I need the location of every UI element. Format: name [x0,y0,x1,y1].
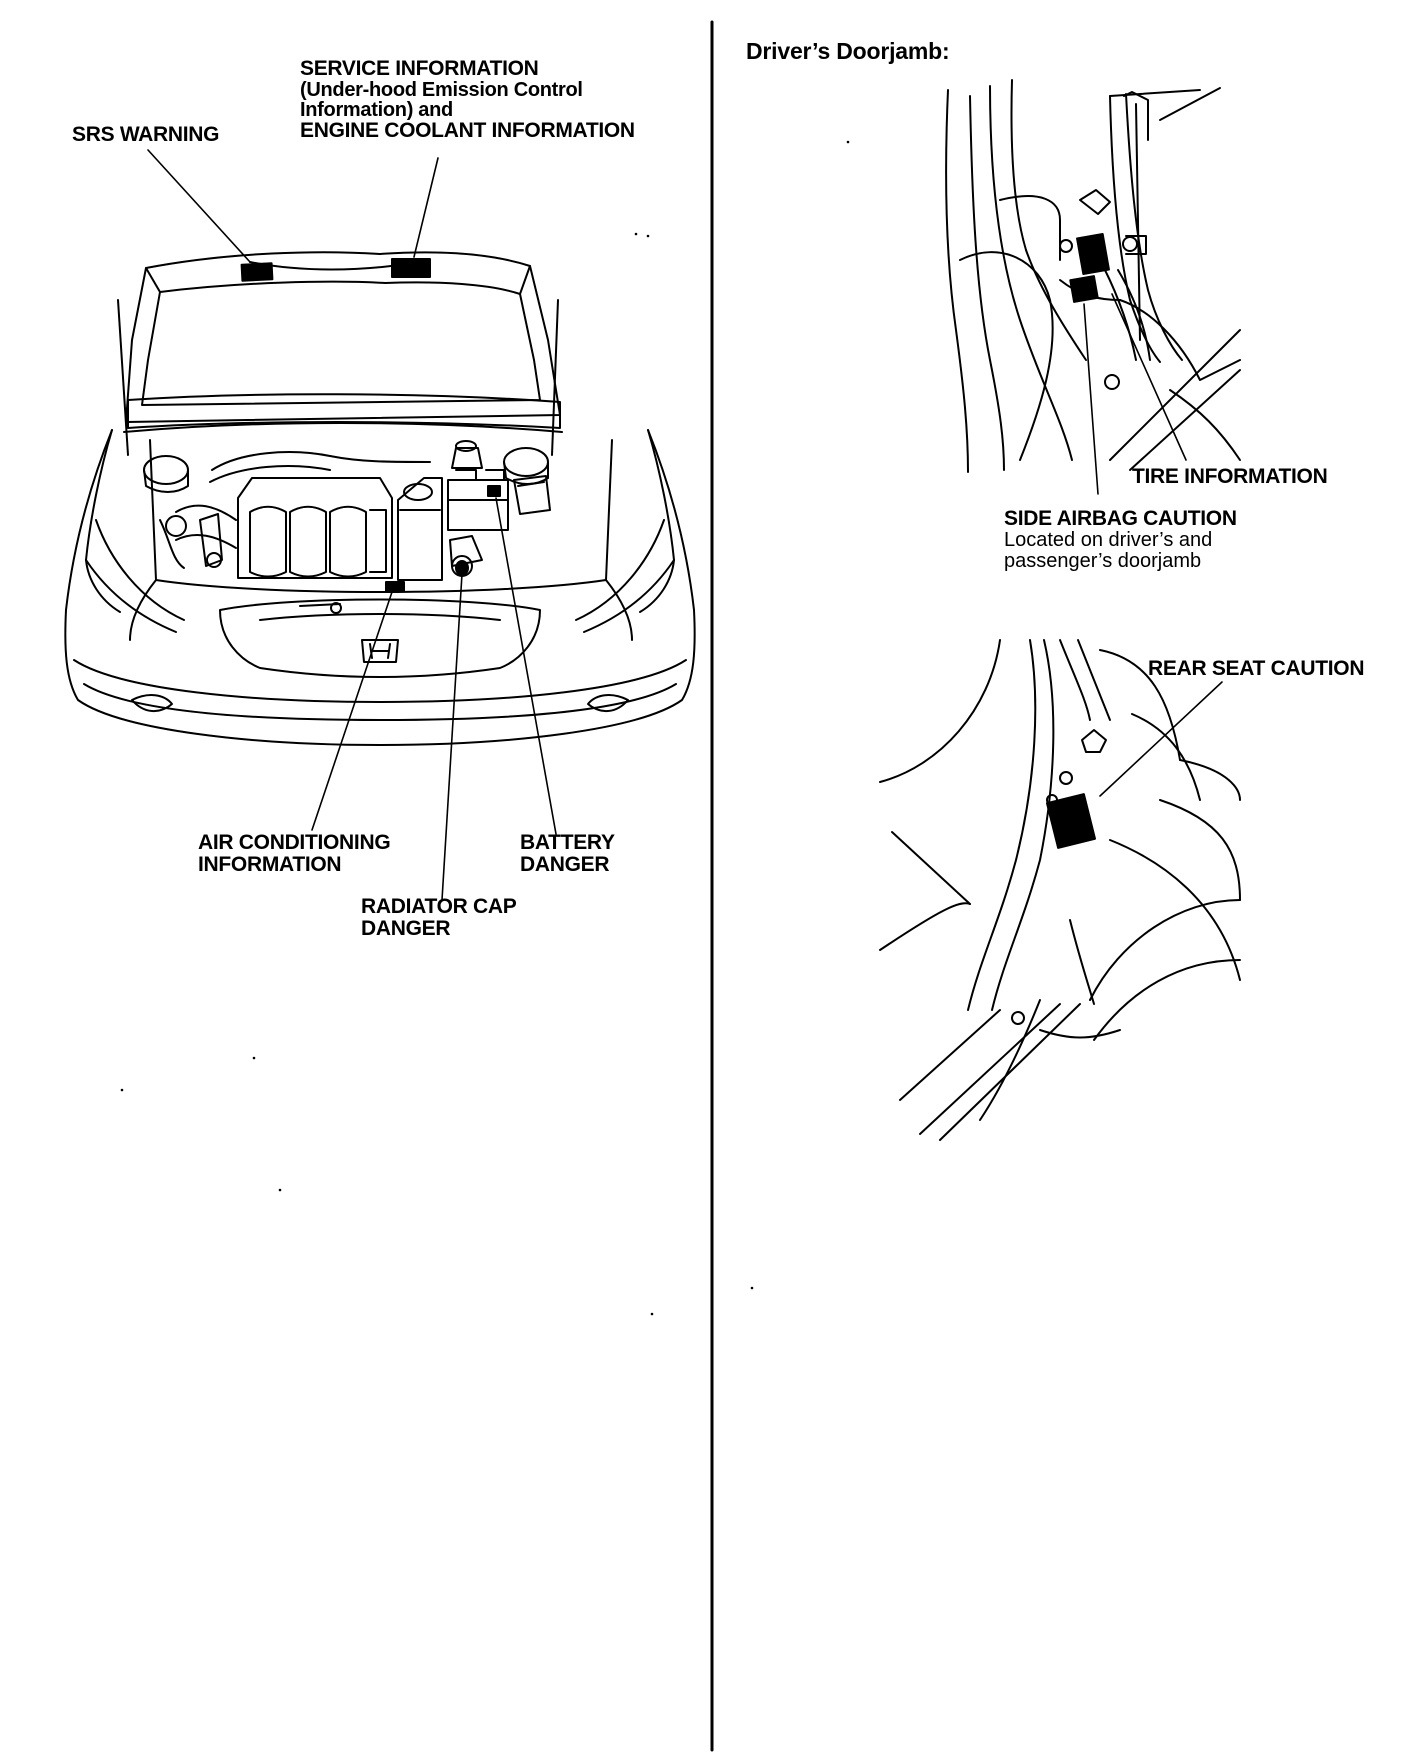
ac-line1: AIR CONDITIONING [198,831,391,854]
hood-outline [125,251,561,423]
battery [447,479,509,531]
page-heading: Driver’s Doorjamb: [746,38,950,64]
car-body-outline [64,429,696,746]
honda-emblem [361,639,399,663]
leader-tire-information [1111,293,1187,461]
tire-information-patch [1076,233,1110,275]
leader-srs-warning [147,149,251,263]
radiator-cap-patch [455,560,469,576]
side-airbag-note1: Located on driver’s and [1004,529,1213,551]
radiator-line1: RADIATOR CAP [361,895,517,918]
front-fender-right [639,429,675,613]
service-info-line4: ENGINE COOLANT INFORMATION [300,119,635,142]
hood-inner-panel [141,280,541,406]
srs-warning-patch [240,262,274,282]
label-side-airbag-caution: SIDE AIRBAG CAUTION Located on driver’s … [1004,508,1237,572]
label-rear-seat-caution: REAR SEAT CAUTION [1148,657,1365,680]
drivers-doorjamb-diagram [945,79,1241,495]
cowl-panel [127,393,561,429]
service-info-line3: Information) and [300,99,453,121]
label-tire-information: TIRE INFORMATION [1132,465,1328,488]
rear-seat-caution-patch [1046,793,1096,849]
label-battery-danger: BATTERY DANGER [520,832,615,876]
battery-line1: BATTERY [520,831,615,854]
leader-rear-seat [1099,681,1223,797]
ac-info-patch [385,581,405,592]
car-engine-compartment-diagram [64,149,696,901]
service-info-line1: SERVICE INFORMATION [300,57,539,80]
label-air-conditioning-information: AIR CONDITIONING INFORMATION [198,831,391,876]
battery-line2: DANGER [520,853,610,876]
scan-specks [120,140,850,1316]
leader-service-info [413,157,439,258]
coolant-reservoir [397,477,443,581]
battery-danger-patch [487,485,501,497]
rear-seat-doorjamb-diagram [879,639,1241,1141]
label-srs-warning: SRS WARNING [72,123,220,146]
engine-cover [237,477,393,579]
service-info-line2: (Under-hood Emission Control [300,79,583,101]
label-radiator-cap-danger: RADIATOR CAP DANGER [361,895,517,940]
side-airbag-caution-patch [1069,275,1099,303]
side-airbag-note2: passenger’s doorjamb [1004,550,1202,572]
front-fender-left [85,429,121,613]
side-airbag-title: SIDE AIRBAG CAUTION [1004,507,1237,530]
label-service-information: SERVICE INFORMATION (Under-hood Emission… [300,58,635,142]
service-info-patch [391,258,431,278]
radiator-line2: DANGER [361,917,451,940]
front-bumper [73,659,687,703]
ac-line2: INFORMATION [198,853,342,876]
leader-air-conditioning [311,591,393,831]
leader-side-airbag [1083,303,1099,495]
leader-radiator-cap [441,573,463,901]
grille [219,598,541,678]
leader-battery [495,497,557,835]
